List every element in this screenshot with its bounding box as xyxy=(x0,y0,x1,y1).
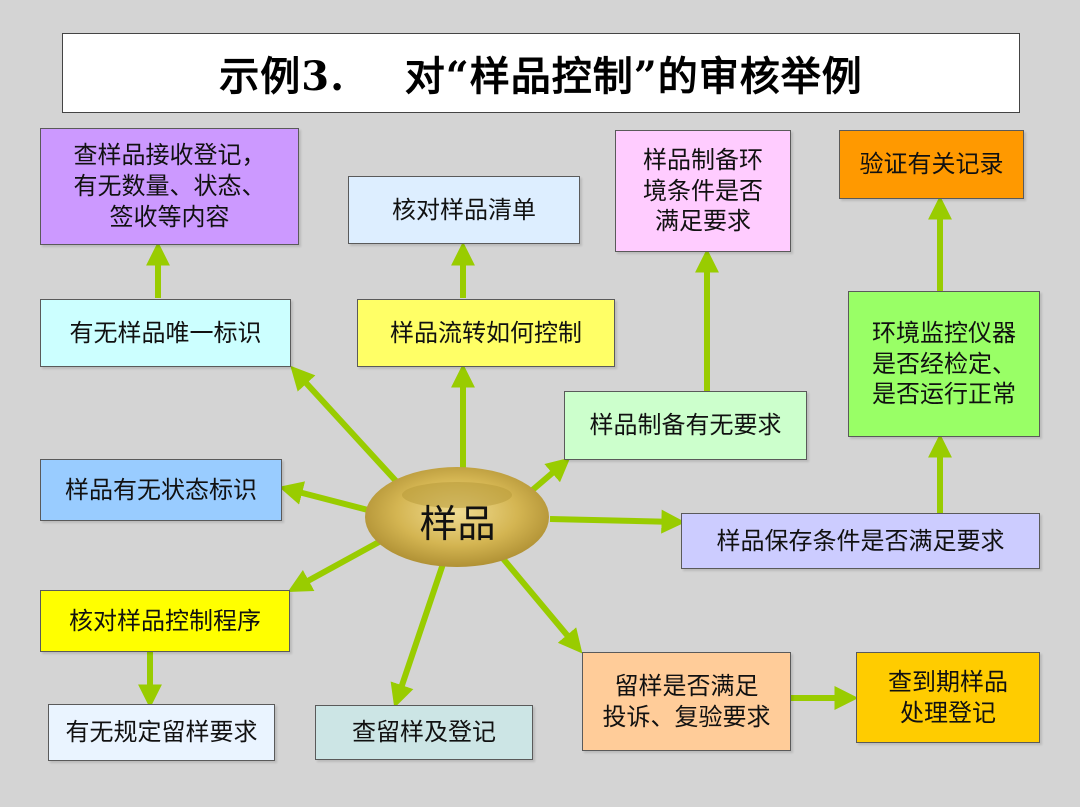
node-verify-records: 验证有关记录 xyxy=(839,130,1024,199)
page-title: 示例3. 对“样品控制”的审核举例 xyxy=(62,33,1020,113)
node-expired-disposal: 查到期样品 处理登记 xyxy=(856,652,1040,743)
arrow-to-check-retention xyxy=(390,554,449,708)
node-control-procedure: 核对样品控制程序 xyxy=(40,590,290,652)
node-status-id: 样品有无状态标识 xyxy=(40,459,282,521)
arrow-to-control-procedure xyxy=(287,534,390,593)
node-prep-requirements: 样品制备有无要求 xyxy=(564,391,807,460)
arrow-to-storage-conditions xyxy=(549,509,686,534)
node-flow-control: 样品流转如何控制 xyxy=(357,299,615,367)
center-label: 样品 xyxy=(419,501,496,546)
node-check-receipt: 查样品接收登记， 有无数量、状态、 签收等内容 xyxy=(40,128,299,245)
node-unique-id: 有无样品唯一标识 xyxy=(40,299,291,367)
node-prep-env: 样品制备环 境条件是否 满足要求 xyxy=(615,130,791,252)
center-node xyxy=(365,467,549,567)
node-verify-list: 核对样品清单 xyxy=(348,176,580,244)
arrow-to-retention-complaint xyxy=(497,553,583,654)
node-storage-conditions: 样品保存条件是否满足要求 xyxy=(681,513,1040,569)
node-retention-rules: 有无规定留样要求 xyxy=(48,704,275,761)
node-check-retention: 查留样及登记 xyxy=(315,705,533,760)
node-env-monitor: 环境监控仪器 是否经检定、 是否运行正常 xyxy=(848,291,1040,437)
node-retention-complaint: 留样是否满足 投诉、复验要求 xyxy=(582,652,791,751)
